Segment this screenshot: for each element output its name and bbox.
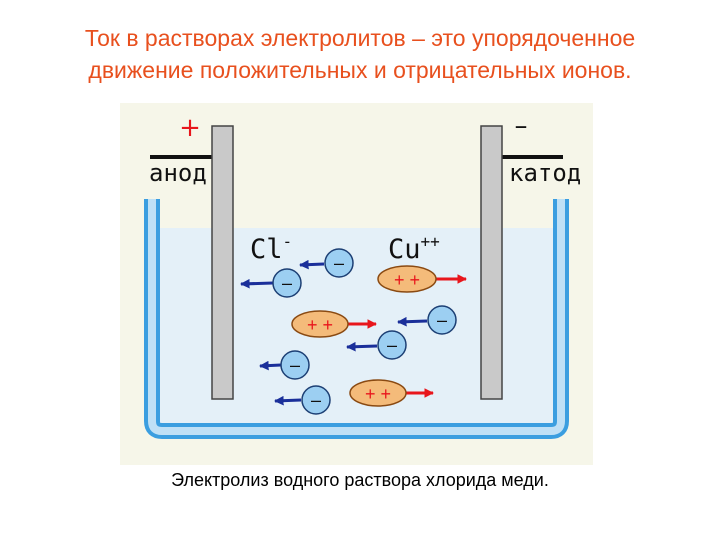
anion-ion: – [397,305,457,335]
anion-symbol: – [311,390,321,410]
diagram-caption: Электролиз водного раствора хлорида меди… [171,470,549,490]
title-line-1: Ток в растворах электролитов – это упоря… [84,25,636,51]
cation-label: Cu++ [388,232,440,265]
cathode-label: катод [509,159,581,187]
anion-ion: – [240,268,302,298]
cathode-sign: – [515,111,528,141]
anode-sign: + [179,113,201,143]
anion-symbol: – [387,335,397,355]
cation-ion: + + [377,265,467,293]
anion-label: Cl- [250,232,292,265]
title-line-2: движение положительных и отрицательных и… [88,57,632,83]
slide-title: Ток в растворах электролитов – это упоря… [0,22,720,86]
anion-symbol: – [437,310,447,330]
cation-symbol: + + [394,270,420,290]
anion-ion: – [274,385,331,415]
cation-ion: + + [291,310,377,338]
anode-electrode [211,125,234,400]
anion-ion: – [259,350,310,380]
anion-symbol: – [290,355,300,375]
cation-symbol: + + [365,384,391,404]
anion-symbol: – [282,273,292,293]
anion-ion: – [346,330,407,360]
anode-label: анод [149,159,207,187]
anion-ion: – [299,248,354,278]
cation-ion: + + [349,379,434,407]
anion-symbol: – [334,253,344,273]
cation-symbol: + + [307,315,333,335]
cathode-electrode [480,125,503,400]
electrolysis-diagram: + анод – катод Cl- Cu++ – – – – – – [120,103,593,465]
vessel-wall-inner [148,199,565,435]
